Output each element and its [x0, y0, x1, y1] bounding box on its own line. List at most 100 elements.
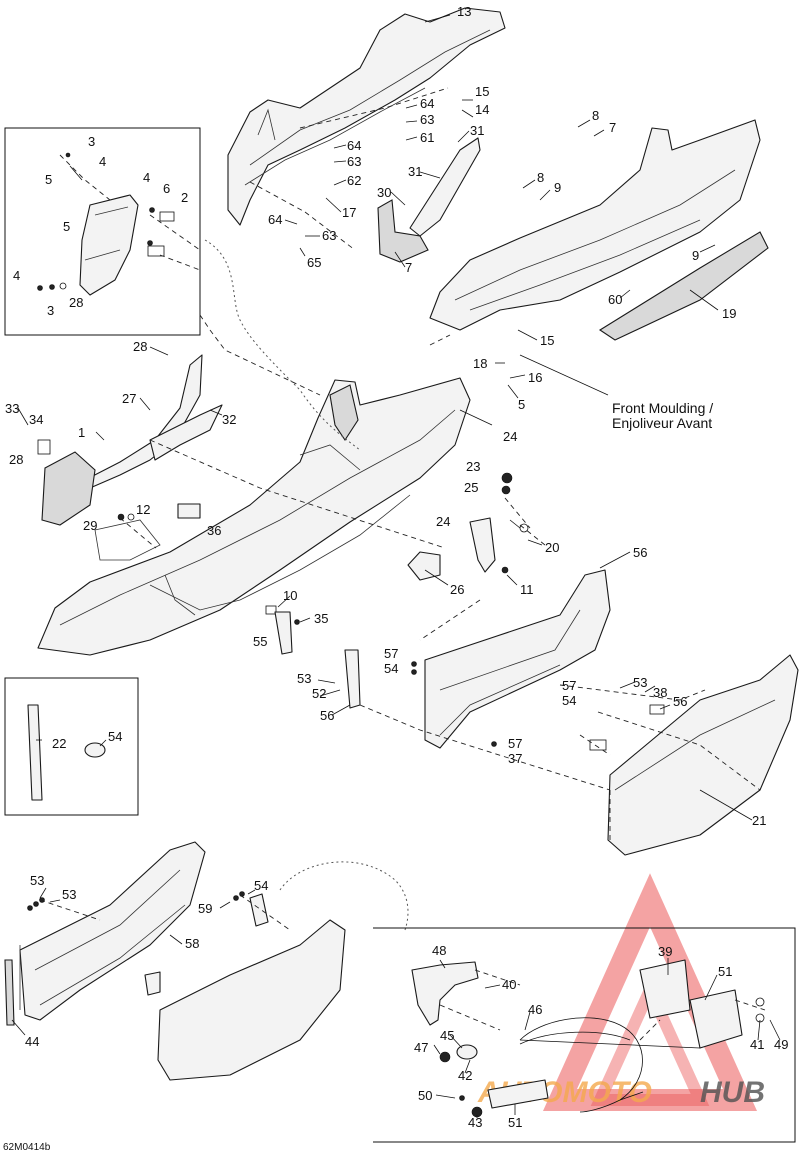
callout-label: 7 [405, 260, 412, 275]
callout-label: 57 [508, 736, 522, 751]
part-46-45-clip [439, 1044, 483, 1118]
callout-label: 60 [608, 292, 622, 307]
callout-label: 40 [502, 977, 516, 992]
callout-label: 32 [222, 412, 236, 427]
callout-label: 27 [122, 391, 136, 406]
callout-label: 29 [83, 518, 97, 533]
callout-label: 50 [418, 1088, 432, 1103]
callout-label: 54 [384, 661, 398, 676]
callout-label: 12 [136, 502, 150, 517]
callout-label: 4 [99, 154, 106, 169]
callout-label: 55 [253, 634, 267, 649]
callout-label: 24 [436, 514, 450, 529]
callout-label: 59 [198, 901, 212, 916]
callout-label: 13 [457, 4, 471, 19]
callout-label: 57 [384, 646, 398, 661]
callout-label: 48 [432, 943, 446, 958]
part-35-36-bracket [265, 605, 300, 655]
callout-label: 54 [254, 878, 268, 893]
part-52-38-brackets [344, 649, 665, 751]
callout-label: 52 [312, 686, 326, 701]
callout-label: 63 [347, 154, 361, 169]
callout-label: 17 [342, 205, 356, 220]
part-34-bracket [37, 439, 96, 526]
callout-label: 43 [468, 1115, 482, 1130]
callout-label: 5 [45, 172, 52, 187]
annotation-line-2: Enjoliveur Avant [612, 415, 712, 431]
callout-label: 53 [633, 675, 647, 690]
callout-label: 8 [592, 108, 599, 123]
part-59-bumper-frame [19, 841, 206, 1021]
callout-label: 25 [464, 480, 478, 495]
callout-label: 56 [633, 545, 647, 560]
callout-label: 15 [540, 333, 554, 348]
callout-label: 9 [554, 180, 561, 195]
part-1-main-moulding [37, 377, 471, 656]
callout-label: 39 [658, 944, 672, 959]
callout-label: 22 [52, 736, 66, 751]
lower-left-hardware [27, 891, 269, 996]
drawing-code: 62M0414b [3, 1142, 51, 1153]
callout-label: 53 [30, 873, 44, 888]
callout-label: 65 [307, 255, 321, 270]
callout-label: 41 [750, 1037, 764, 1052]
callout-label: 1 [78, 425, 85, 440]
part-lower-cover [157, 919, 346, 1081]
callout-label: 9 [692, 248, 699, 263]
callout-label: 64 [268, 212, 282, 227]
callout-label: 54 [562, 693, 576, 708]
inset-box-middle-left [4, 677, 139, 816]
part-39-40-bracket [639, 959, 765, 1049]
callout-label: 63 [322, 228, 336, 243]
callout-label: 28 [133, 339, 147, 354]
callout-label: 33 [5, 401, 19, 416]
callout-label: 31 [408, 164, 422, 179]
callout-label: 58 [185, 936, 199, 951]
bracket-assembly-20-25 [117, 472, 529, 581]
callout-label: 30 [377, 185, 391, 200]
callout-label: 37 [508, 751, 522, 766]
callout-label: 16 [528, 370, 542, 385]
part-43-plate [459, 1079, 549, 1109]
callout-labels: 13 15 14 64 63 61 31 64 63 62 17 64 63 6… [5, 4, 788, 1130]
logo-text-hub: HUB [700, 1076, 765, 1109]
callout-label: 57 [562, 678, 576, 693]
inset-box-upper-left [4, 127, 201, 336]
callout-label: 18 [473, 356, 487, 371]
callout-label: 34 [29, 412, 43, 427]
part-13-upper-moulding [227, 7, 506, 226]
callout-label: 3 [47, 303, 54, 318]
callout-label: 14 [475, 102, 489, 117]
callout-label: 10 [283, 588, 297, 603]
part-55-frame [424, 569, 611, 749]
callout-label: 23 [466, 459, 480, 474]
callout-label: 2 [181, 190, 188, 205]
callout-label: 28 [9, 452, 23, 467]
callout-label: 20 [545, 540, 559, 555]
part-front-moulding-upper [429, 119, 769, 341]
callout-label: 28 [69, 295, 83, 310]
front-moulding-annotation: Front Moulding / Enjoliveur Avant [612, 400, 713, 431]
part-29-label [177, 503, 201, 519]
callout-label: 63 [420, 112, 434, 127]
callout-label: 3 [88, 134, 95, 149]
part-58-strip [4, 959, 15, 1026]
callout-label: 53 [62, 887, 76, 902]
callout-label: 53 [297, 671, 311, 686]
callout-label: 56 [673, 694, 687, 709]
callout-label: 64 [420, 96, 434, 111]
callout-label: 31 [470, 123, 484, 138]
callout-leader-lines [11, 14, 781, 1118]
callout-label: 4 [143, 170, 150, 185]
callout-label: 8 [537, 170, 544, 185]
part-44-housing [411, 961, 479, 1026]
callout-label: 26 [450, 582, 464, 597]
part-21-strip [27, 704, 43, 801]
callout-label: 49 [774, 1037, 788, 1052]
part-2-side-panel [79, 194, 139, 296]
callout-label: 38 [653, 685, 667, 700]
part-51-cable [519, 1017, 701, 1113]
callout-label: 54 [108, 729, 122, 744]
callout-label: 44 [25, 1034, 39, 1049]
